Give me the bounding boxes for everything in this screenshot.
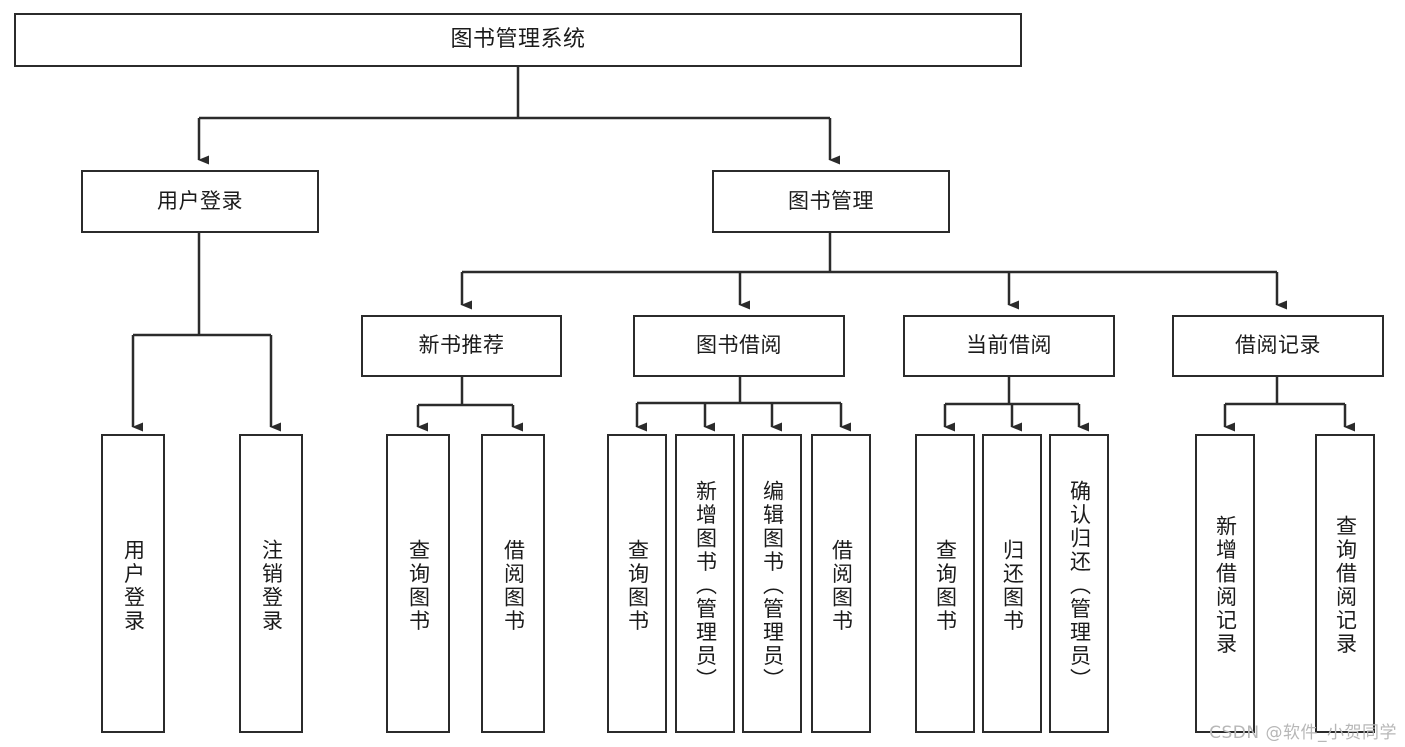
node-leaf-add-record-label: 新增借阅记录 <box>1213 515 1238 656</box>
node-leaf-add-record[interactable]: 新增借阅记录 <box>1195 434 1255 733</box>
node-leaf-borrow-book-1-label: 借阅图书 <box>501 538 526 633</box>
node-book-borrow[interactable]: 图书借阅 <box>633 315 845 377</box>
node-current-borrow-label: 当前借阅 <box>966 333 1052 358</box>
node-leaf-query-book-1[interactable]: 查询图书 <box>386 434 450 733</box>
node-leaf-query-book-1-label: 查询图书 <box>406 538 431 633</box>
node-leaf-borrow-book-1[interactable]: 借阅图书 <box>481 434 545 733</box>
node-leaf-edit-book[interactable]: 编辑图书（管理员） <box>742 434 802 733</box>
node-new-book-recommend-label: 新书推荐 <box>418 333 505 358</box>
node-leaf-add-book[interactable]: 新增图书（管理员） <box>675 434 735 733</box>
node-current-borrow[interactable]: 当前借阅 <box>903 315 1115 377</box>
node-leaf-query-book-2-label: 查询图书 <box>625 538 650 633</box>
node-leaf-query-book-3-label: 查询图书 <box>933 538 958 633</box>
csdn-watermark: CSDN @软件_小贺同学 <box>1209 723 1397 743</box>
node-leaf-logout[interactable]: 注销登录 <box>239 434 303 733</box>
node-leaf-return-book-label: 归还图书 <box>1000 538 1025 633</box>
node-user-login-label: 用户登录 <box>157 188 243 213</box>
node-leaf-edit-book-label: 编辑图书（管理员） <box>760 479 785 692</box>
node-leaf-user-login-label: 用户登录 <box>121 538 146 633</box>
node-user-login[interactable]: 用户登录 <box>81 170 319 233</box>
node-leaf-query-record[interactable]: 查询借阅记录 <box>1315 434 1375 733</box>
node-leaf-borrow-book-2[interactable]: 借阅图书 <box>811 434 871 733</box>
node-leaf-query-book-2[interactable]: 查询图书 <box>607 434 667 733</box>
node-book-manage[interactable]: 图书管理 <box>712 170 950 233</box>
node-leaf-borrow-book-2-label: 借阅图书 <box>829 538 854 633</box>
node-borrow-record[interactable]: 借阅记录 <box>1172 315 1384 377</box>
node-leaf-user-login[interactable]: 用户登录 <box>101 434 165 733</box>
node-book-manage-label: 图书管理 <box>788 188 874 213</box>
node-root[interactable]: 图书管理系统 <box>14 13 1022 67</box>
node-borrow-record-label: 借阅记录 <box>1235 333 1321 358</box>
node-leaf-return-book[interactable]: 归还图书 <box>982 434 1042 733</box>
node-book-borrow-label: 图书借阅 <box>696 333 782 358</box>
node-new-book-recommend[interactable]: 新书推荐 <box>361 315 562 377</box>
node-root-label: 图书管理系统 <box>450 26 586 52</box>
node-leaf-query-record-label: 查询借阅记录 <box>1333 515 1358 656</box>
node-leaf-confirm-return[interactable]: 确认归还（管理员） <box>1049 434 1109 733</box>
node-leaf-query-book-3[interactable]: 查询图书 <box>915 434 975 733</box>
node-leaf-confirm-return-label: 确认归还（管理员） <box>1067 479 1092 692</box>
node-leaf-logout-label: 注销登录 <box>259 538 284 633</box>
node-leaf-add-book-label: 新增图书（管理员） <box>693 479 718 692</box>
